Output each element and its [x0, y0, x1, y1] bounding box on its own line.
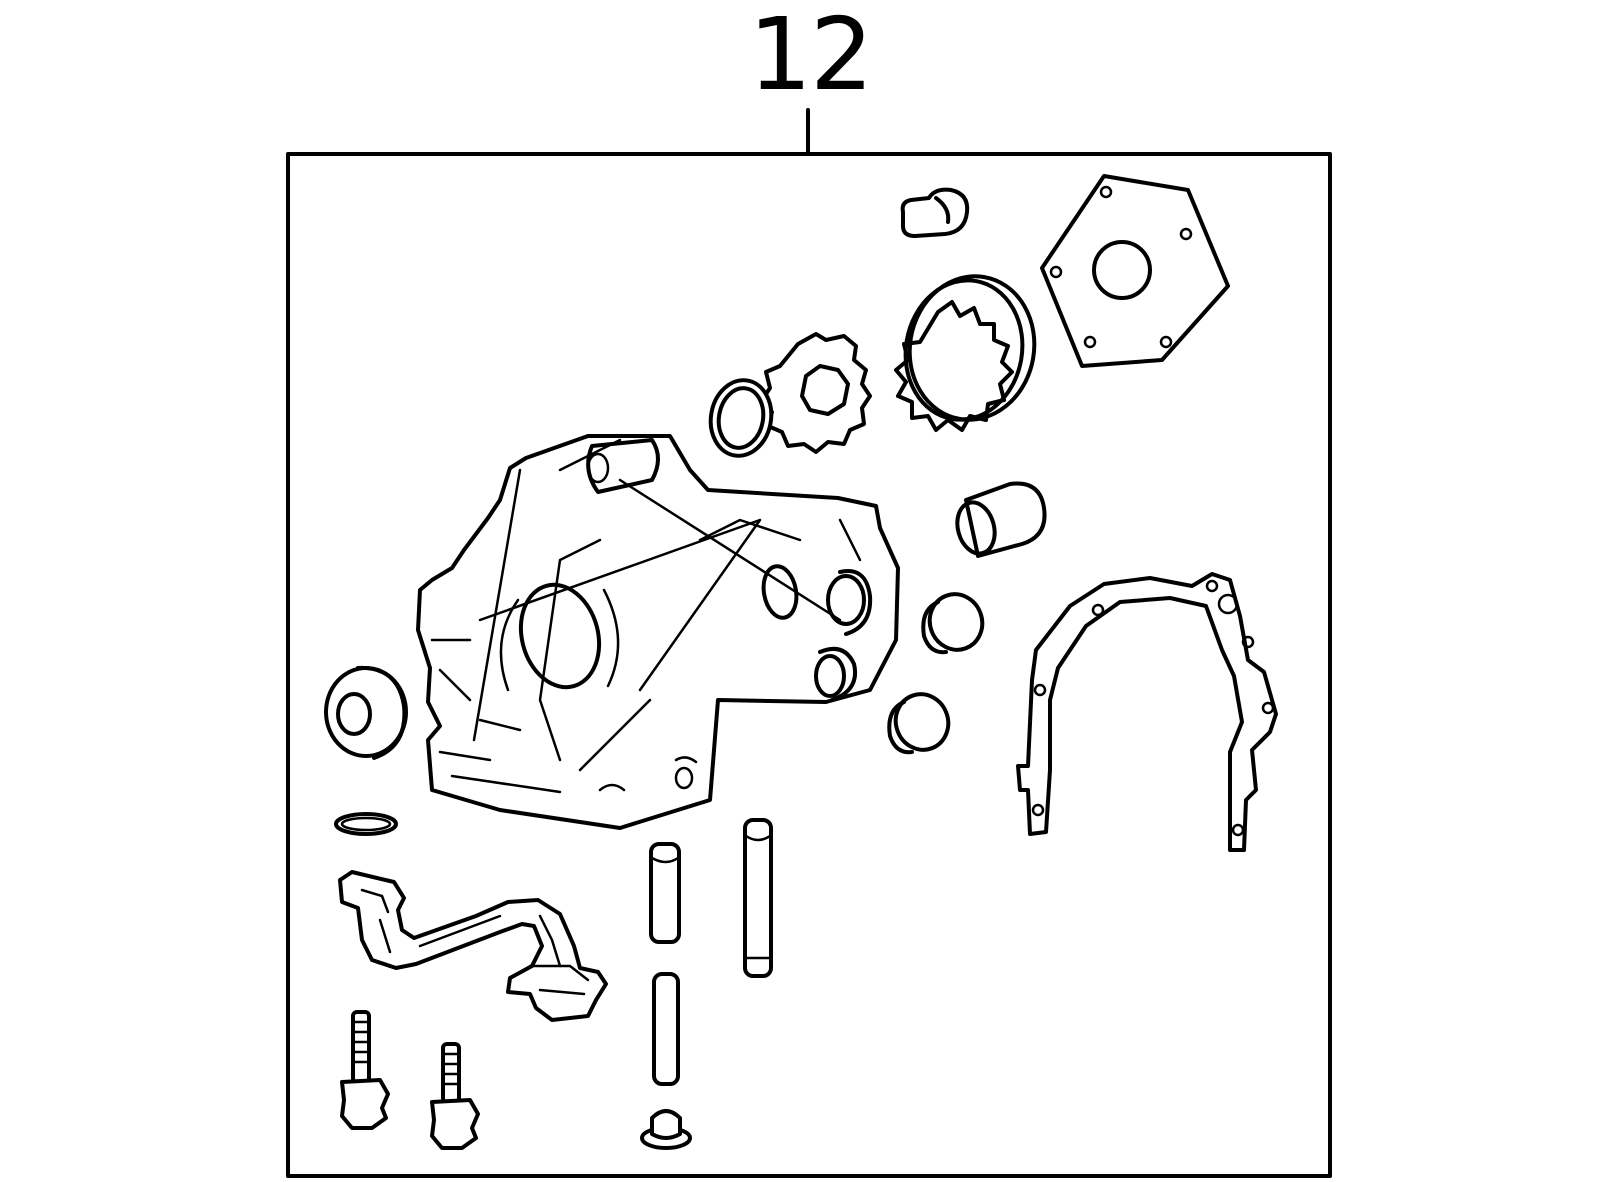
front-seal[interactable] [324, 665, 408, 760]
flange-bolt-right[interactable] [430, 1042, 480, 1150]
plug-cap-upper[interactable] [921, 587, 990, 657]
pump-cover-plate[interactable] [1040, 174, 1230, 368]
oil-pickup-tube[interactable] [338, 870, 608, 1022]
plug-cap-lower[interactable] [887, 687, 956, 757]
shaft-seal-ring[interactable] [705, 375, 777, 460]
dowel-sleeve[interactable] [649, 842, 681, 944]
oil-pump-housing[interactable] [416, 434, 900, 830]
pin-cap[interactable] [640, 1109, 692, 1150]
diagram-frame [286, 152, 1332, 1178]
plug-bolt[interactable] [900, 187, 970, 238]
flange-bolt-left[interactable] [340, 1010, 390, 1130]
outer-rotor[interactable] [894, 266, 1046, 432]
inner-rotor[interactable] [760, 332, 872, 454]
guide-pin[interactable] [652, 972, 680, 1086]
pump-gasket[interactable] [1016, 572, 1278, 852]
stud-pin[interactable] [743, 818, 773, 978]
relief-valve-sleeve[interactable] [952, 481, 1047, 558]
pickup-o-ring[interactable] [334, 812, 398, 836]
callout-number: 12 [748, 0, 873, 113]
